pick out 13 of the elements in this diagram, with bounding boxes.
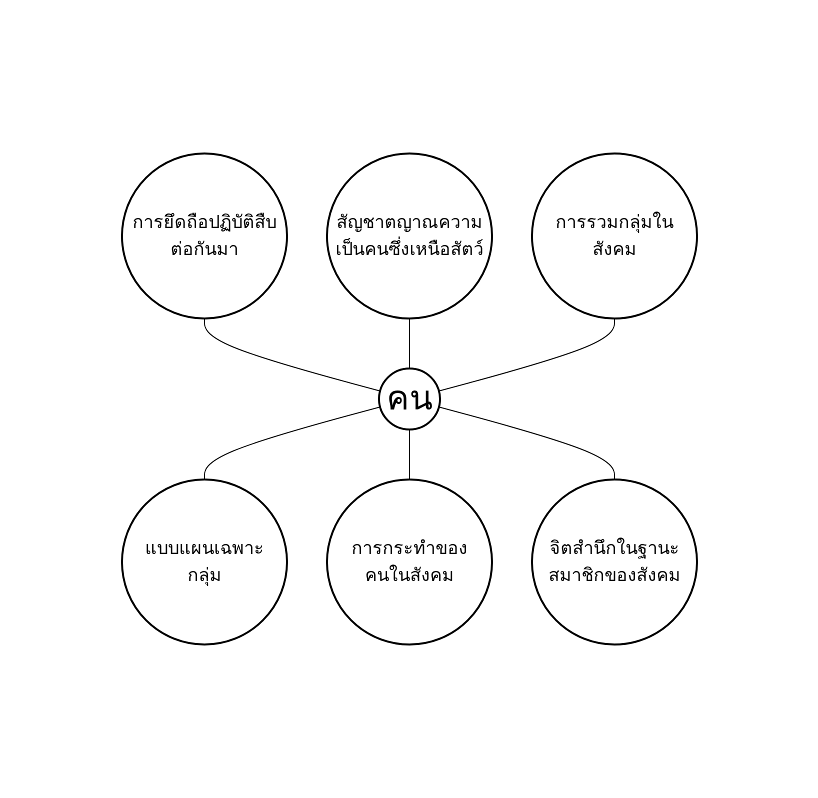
connector [204,406,380,480]
node-circle: จิตสำนึกในฐานะสมาชิกของสังคม [530,478,698,646]
node-circle: คน [378,368,440,430]
node-circle: สัญชาตญาณความเป็นคนซึ่งเหนือสัตว์ [326,152,492,320]
connector [204,318,380,392]
node-circle: การรวมกลุ่มในสังคม [530,152,698,320]
node-circle: การกระทำของคนในสังคม [326,478,492,646]
connector [438,406,614,480]
node-circle: การยึดถือปฏิบัติสืบต่อกันมา [120,152,288,320]
connector [438,318,614,392]
connector [408,429,410,480]
connector [408,318,410,369]
node-circle: แบบแผนเฉพาะกลุ่ม [120,478,288,646]
